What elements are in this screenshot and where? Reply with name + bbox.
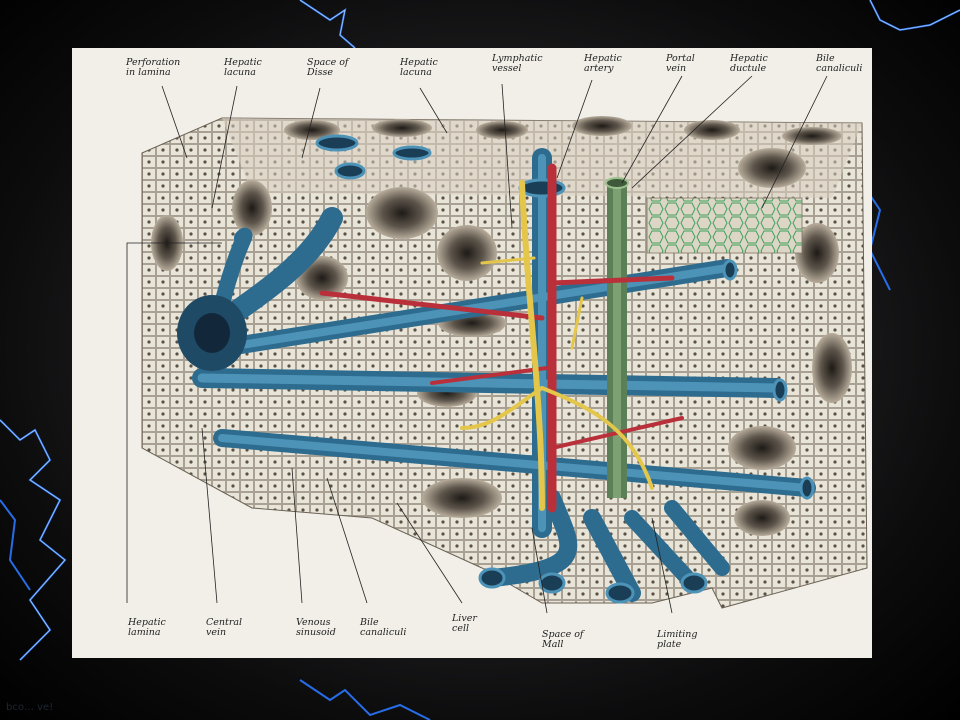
label-space-of-mall: Space of Mall [542, 629, 584, 650]
label-hepatic-lacuna-1: Hepatic lacuna [224, 57, 262, 78]
label-limiting-plate: Limiting plate [657, 629, 698, 650]
liver-tissue-drawing [126, 75, 868, 614]
label-liver-cell: Liver cell [452, 613, 477, 634]
label-hepatic-artery: Hepatic artery [584, 53, 622, 74]
liver-lobule-illustration: Perforation in lamina Hepatic lacuna Spa… [72, 48, 872, 658]
label-bile-canaliculi-top: Bile canaliculi [816, 53, 863, 74]
label-lymphatic-vessel: Lymphatic vessel [492, 53, 543, 74]
label-central-vein: Central vein [206, 617, 243, 638]
corner-footer-text: bco… ve! [6, 702, 54, 713]
label-portal-vein: Portal vein [666, 53, 695, 74]
label-perforation-in-lamina: Perforation in lamina [126, 57, 181, 78]
label-hepatic-lamina: Hepatic lamina [128, 617, 166, 638]
label-hepatic-ductule: Hepatic ductule [730, 53, 768, 74]
label-space-of-disse: Space of Disse [307, 57, 349, 78]
label-hepatic-lacuna-2: Hepatic lacuna [400, 57, 438, 78]
label-bile-canaliculi-bottom: Bile canaliculi [360, 617, 407, 638]
label-venous-sinusoid: Venous sinusoid [296, 617, 336, 638]
